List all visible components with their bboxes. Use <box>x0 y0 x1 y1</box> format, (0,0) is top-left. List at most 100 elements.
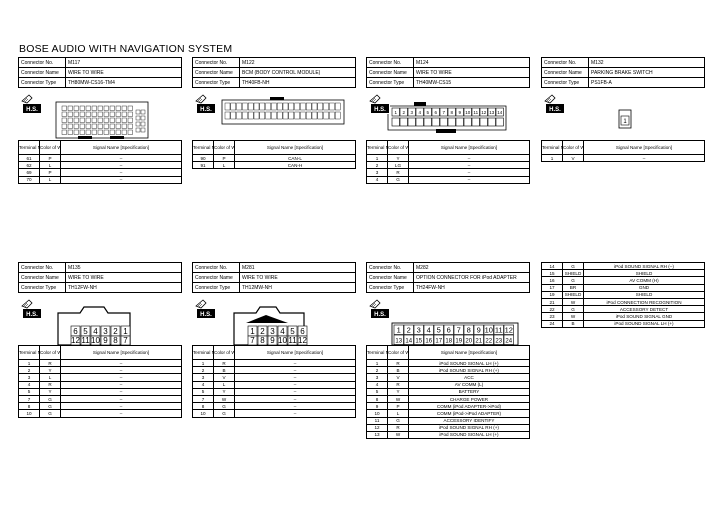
pin-number: 10 <box>91 336 100 345</box>
wire-color-cell: W <box>213 394 235 404</box>
connector-no-value: M117 <box>65 57 182 68</box>
wire-color-cell: L <box>213 161 235 170</box>
signal-name-cell: – <box>60 409 182 418</box>
connector-no-value: M124 <box>413 57 530 68</box>
pin: 17 <box>433 334 444 345</box>
pin <box>407 117 416 127</box>
pin-number: 21 <box>475 338 482 344</box>
terminal-no-cell: 3 <box>366 373 388 382</box>
signal-name-cell: iPod SOUND SIGNAL LH (+) <box>583 319 705 328</box>
pin-number: 11 <box>495 325 503 334</box>
pin-number: 10 <box>278 336 287 345</box>
terminal-no-cell: 90 <box>192 153 214 163</box>
terminal-no-cell: 62 <box>18 161 40 170</box>
pin: 6 <box>431 107 440 117</box>
pin <box>236 102 242 111</box>
pin <box>224 102 231 111</box>
pin-number: 2 <box>407 325 411 334</box>
signal-name-cell: CHARGE POWER <box>408 394 530 404</box>
wire-color-cell: SHIELD <box>562 269 584 278</box>
pin: 4 <box>90 325 101 337</box>
color-of-wire-header: Color of Wire <box>387 345 409 360</box>
pin <box>259 102 266 111</box>
wire-color-cell: BR <box>562 283 584 292</box>
connector-type-label: Connector Type <box>18 282 66 293</box>
pin-number: 1 <box>623 119 627 125</box>
connector-face-svg <box>221 97 345 125</box>
connector-type-value: TH80MW-CS16-TM4 <box>65 77 182 88</box>
page-title: BOSE AUDIO WITH NAVIGATION SYSTEM <box>19 43 233 55</box>
signal-name-cell: – <box>583 153 705 163</box>
pin-number: 1 <box>397 325 401 334</box>
pin: 7 <box>247 335 258 345</box>
pin: 11 <box>287 335 298 345</box>
pin <box>103 117 109 123</box>
pin <box>103 105 109 111</box>
terminal-no-cell: 1 <box>541 153 563 163</box>
signal-name-cell: AV COMM (H) <box>583 276 705 285</box>
pin <box>253 111 260 120</box>
wire-color-cell: L <box>39 373 61 382</box>
pin-number: 12 <box>71 336 80 345</box>
pin <box>140 115 146 121</box>
connector-no-value: M132 <box>588 57 705 68</box>
pin <box>79 105 85 111</box>
color-of-wire-header: Color of Wire <box>213 345 235 360</box>
terminal-no-header: Terminal No. <box>192 140 214 155</box>
pin <box>265 111 271 120</box>
signal-name-cell: SHIELD <box>583 290 705 299</box>
lock-tab <box>270 97 284 100</box>
pin <box>288 102 295 111</box>
terminal-no-header: Terminal No. <box>18 345 40 360</box>
pin-number: 4 <box>427 325 431 334</box>
signal-name-cell: – <box>60 366 182 375</box>
terminal-no-header: Terminal No. <box>366 345 388 360</box>
pin <box>455 117 464 127</box>
signal-name-cell: – <box>234 373 356 382</box>
pin-number: 16 <box>425 338 432 344</box>
connector-type-value: TH40MW-CS15 <box>413 77 530 88</box>
terminal-no-cell: 5 <box>192 387 214 396</box>
pin: 8 <box>463 324 474 335</box>
signal-name-cell: BATTERY <box>408 387 530 396</box>
signal-name-cell: SHIELD <box>583 269 705 278</box>
pin <box>91 123 97 129</box>
hs-icon: H.S. <box>20 297 42 319</box>
pin <box>73 111 79 117</box>
pin-number: 20 <box>465 338 472 344</box>
signal-name-cell: iPod CONNECTION RECOGNITION <box>583 297 705 307</box>
terminal-no-cell: 7 <box>192 394 214 404</box>
terminal-no-header: Terminal No. <box>18 140 40 155</box>
hs-label: H.S. <box>549 107 561 113</box>
pin: 21 <box>473 334 484 345</box>
hs-label: H.S. <box>26 107 38 113</box>
connector-diagram: H.S. <box>18 88 182 140</box>
pin <box>265 102 271 111</box>
signal-name-cell: CAN-H <box>234 161 356 170</box>
pin <box>67 123 73 129</box>
pin-number: 11 <box>473 110 478 115</box>
pin <box>115 123 121 129</box>
pin <box>311 102 318 111</box>
lock-tab <box>246 315 288 323</box>
signal-name-cell: COMM (iPod->iPod ADAPTER) <box>408 409 530 418</box>
pin <box>288 111 295 120</box>
pin: 7 <box>453 324 464 335</box>
pin-number: 10 <box>485 325 493 334</box>
pin <box>271 102 277 111</box>
pin <box>67 105 73 111</box>
pin-number: 17 <box>435 338 442 344</box>
pin: 20 <box>463 334 474 345</box>
pin-number: 18 <box>445 338 452 344</box>
pin <box>109 105 115 111</box>
pin <box>79 117 85 123</box>
pin <box>109 111 115 117</box>
